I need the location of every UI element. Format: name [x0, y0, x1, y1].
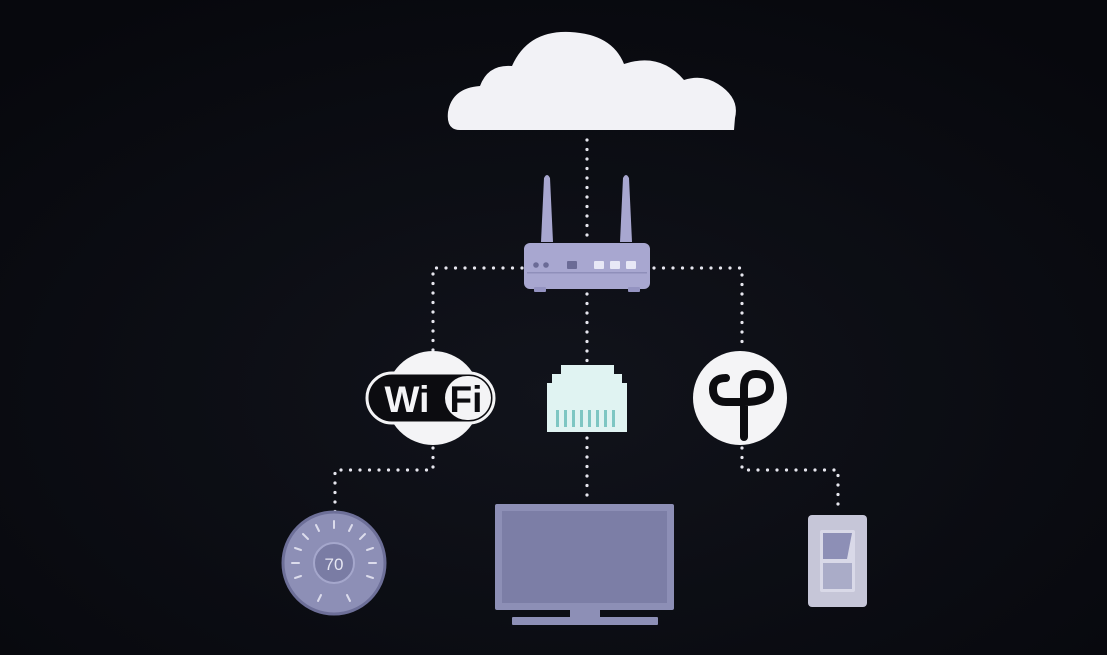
light-switch-icon [808, 515, 867, 607]
link-wifi-thermostat [333, 446, 435, 514]
wifi-label-fi: Fi [450, 379, 483, 420]
ethernet-port-icon [547, 365, 627, 432]
thermostat-icon: 70 [281, 510, 387, 616]
wifi-logo: Wi Fi [365, 351, 496, 445]
wifi-label-wi: Wi [385, 379, 430, 420]
tv-icon [495, 504, 674, 625]
cloud-icon [447, 31, 736, 130]
connectors [333, 138, 840, 515]
thermostat-reading: 70 [325, 555, 344, 574]
thread-logo-icon [693, 351, 787, 445]
link-router-wifi [431, 266, 524, 354]
link-router-thread [652, 266, 744, 352]
router-icon [524, 175, 650, 292]
link-thread-switch [740, 446, 840, 515]
